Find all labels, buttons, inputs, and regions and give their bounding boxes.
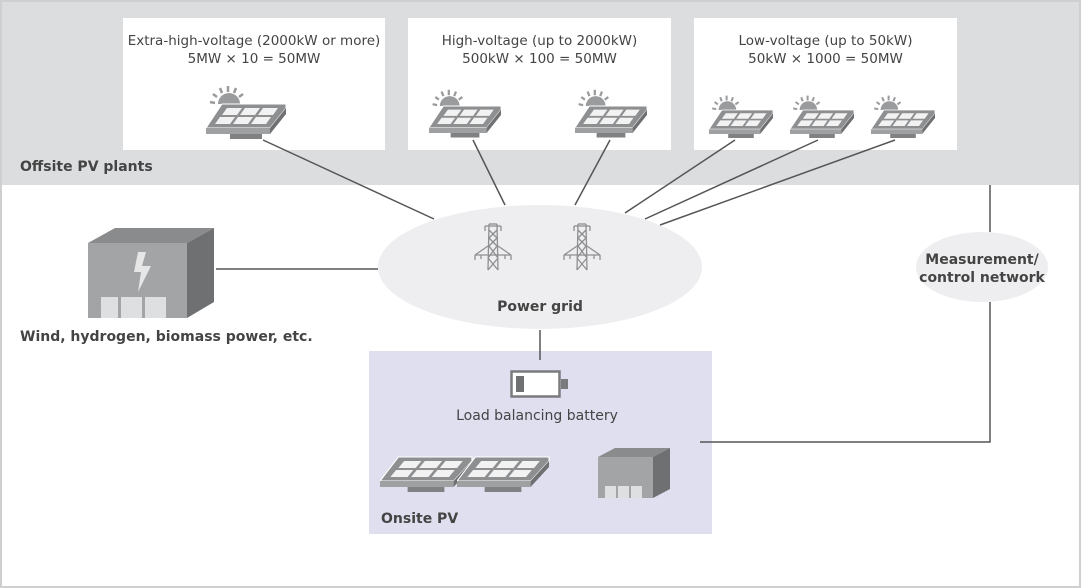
- plant-formula: 50kW × 1000 = 50MW: [748, 51, 903, 67]
- transmission-tower-icon: [474, 223, 512, 271]
- connector-line: [472, 139, 506, 206]
- battery-icon: [510, 370, 568, 398]
- solar-panel-icon: [871, 94, 937, 140]
- connector-line: [262, 139, 435, 220]
- onsite-section-label: Onsite PV: [381, 511, 459, 527]
- solar-panel-icon: [206, 84, 288, 141]
- power-grid-label: Power grid: [497, 299, 583, 315]
- offsite-section-label: Offsite PV plants: [20, 159, 153, 175]
- network-ellipse: [916, 232, 1048, 302]
- plant-formula: 500kW × 100 = 50MW: [462, 51, 617, 67]
- connector-line: [574, 139, 611, 206]
- connector-line: [659, 139, 896, 226]
- plant-title: Low-voltage (up to 50kW): [738, 33, 913, 49]
- connector-line: [700, 302, 991, 443]
- solar-panel-icon: [790, 94, 856, 140]
- solar-panel-icon: [457, 456, 550, 492]
- transmission-tower-icon: [563, 223, 601, 271]
- connector-line: [644, 139, 819, 220]
- solar-panel-icon: [709, 94, 775, 140]
- solar-panel-icon: [380, 456, 473, 492]
- solar-panel-icon: [429, 88, 503, 139]
- building-icon: [598, 448, 670, 498]
- network-label-line2: control network: [919, 270, 1045, 286]
- connector-line: [624, 139, 736, 214]
- plant-formula: 5MW × 10 = 50MW: [187, 51, 321, 67]
- power-plant-icon: [88, 228, 214, 318]
- power-grid-ellipse: [378, 205, 702, 329]
- network-label: Measurement/ control network: [916, 251, 1048, 287]
- network-label-line1: Measurement/: [925, 252, 1039, 268]
- plant-title: High-voltage (up to 2000kW): [441, 33, 638, 49]
- solar-panel-icon: [575, 88, 649, 139]
- plant-title: Extra-high-voltage (2000kW or more): [127, 33, 381, 49]
- battery-label: Load balancing battery: [456, 408, 618, 424]
- other-power-label: Wind, hydrogen, biomass power, etc.: [20, 329, 313, 345]
